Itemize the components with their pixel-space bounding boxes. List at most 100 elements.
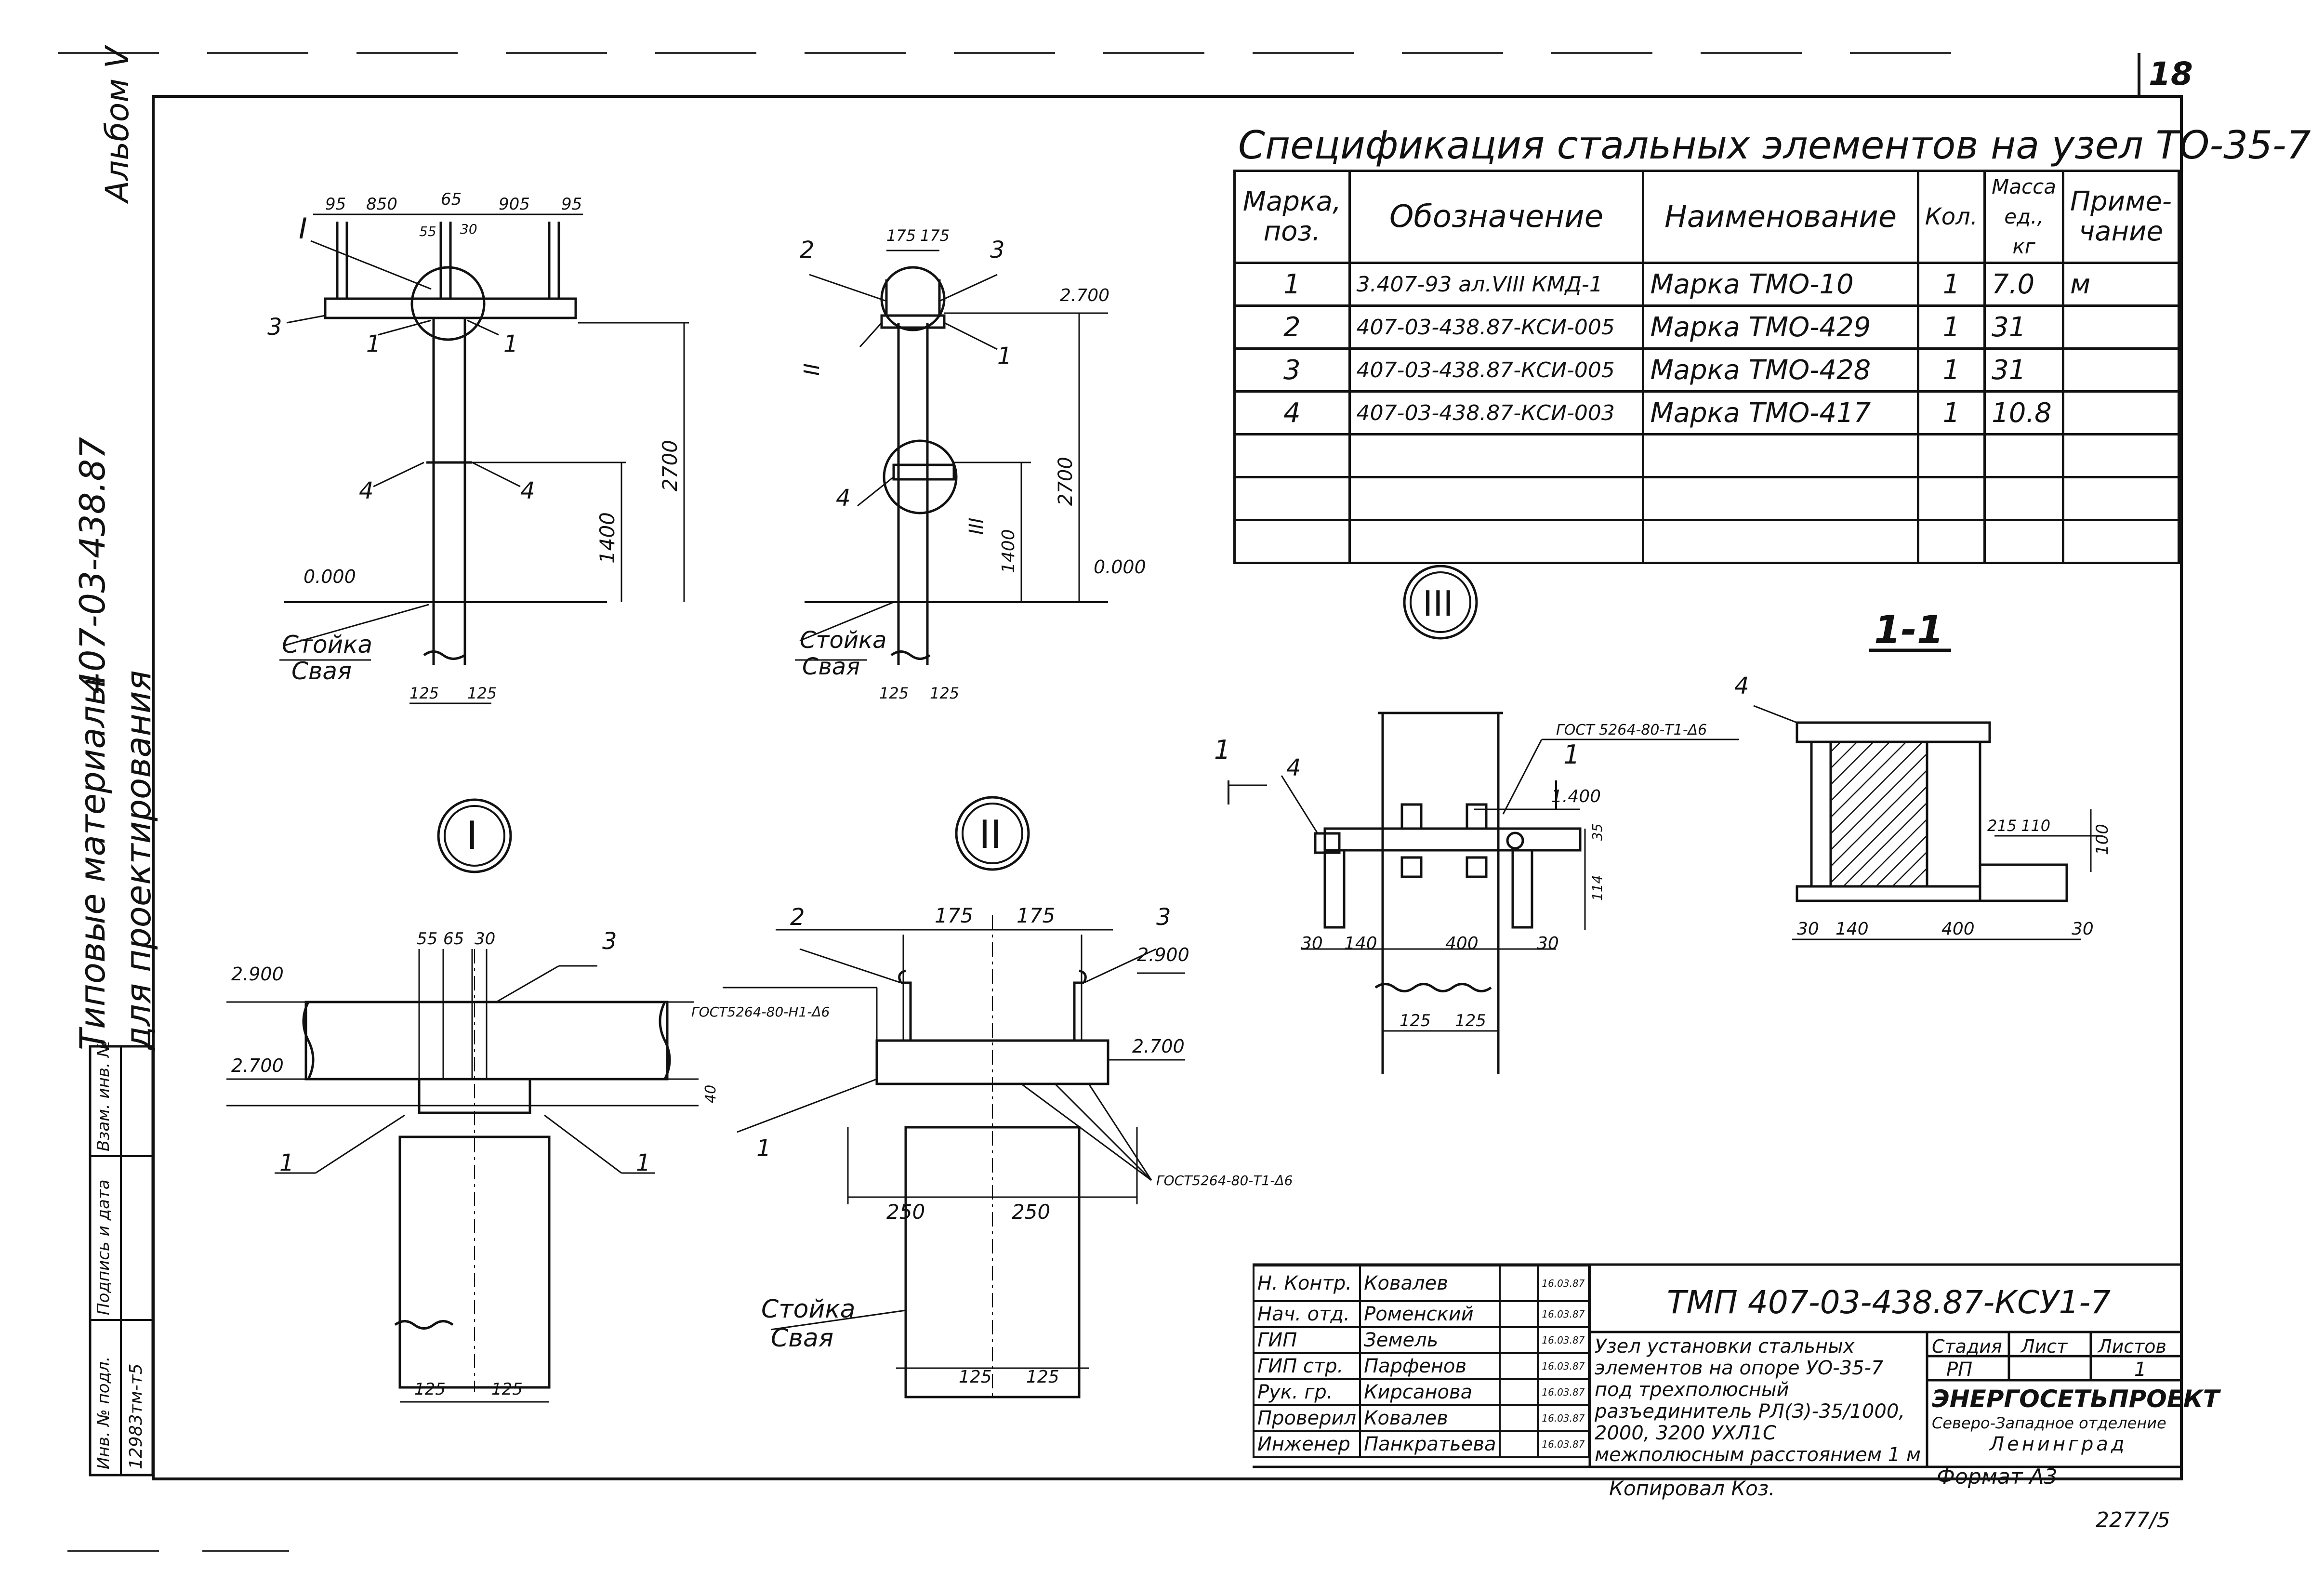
- spec-header-qty: Кол.: [1916, 170, 1986, 264]
- title-block-frame: [1253, 1263, 2180, 1468]
- section-mark: 1: [1563, 739, 1580, 770]
- mark-label: 3: [990, 237, 1005, 264]
- dim-label: 215: [1987, 817, 2017, 835]
- dim-label: 2700: [658, 440, 682, 491]
- dim-label: 125: [414, 1380, 446, 1399]
- post-label: Стойка: [761, 1295, 855, 1324]
- signature-date-label: Подпись и дата: [94, 1179, 113, 1315]
- spec-cell: [2062, 390, 2180, 435]
- mark-label: 4: [1286, 754, 1301, 781]
- date-cell: 16.03.87: [1537, 1378, 1590, 1406]
- name-cell: Ковалев: [1359, 1265, 1501, 1302]
- dim-label: 175: [1017, 904, 1055, 927]
- dim-label: 55: [417, 929, 437, 949]
- dim-label: 125: [467, 684, 497, 702]
- bottom-code: 2277/5: [2096, 1508, 2170, 1532]
- spec-cell: 4: [1233, 390, 1351, 435]
- sheets-value: 1: [2134, 1359, 2147, 1381]
- mark-label: 1: [503, 330, 518, 357]
- sheet-label: Лист: [2021, 1336, 2068, 1357]
- mark-label: 1: [997, 343, 1012, 369]
- dim-label: 250: [886, 1200, 925, 1224]
- callout-label: I: [299, 212, 307, 246]
- table-row: Нач. отд. Роменский 16.03.87: [1252, 1300, 1590, 1328]
- left-stamp-frame: [89, 1045, 154, 1477]
- mark-label: 2: [800, 237, 815, 264]
- signature-cell: [1499, 1300, 1539, 1328]
- table-row: Проверил Ковалев 16.03.87: [1252, 1404, 1590, 1432]
- inv-no-value: 12983тм-т5: [126, 1363, 146, 1469]
- table-row: ГИП стр. Парфенов 16.03.87: [1252, 1352, 1590, 1380]
- spec-table: Марка, поз. Обозначение Наименование Кол…: [1233, 170, 2180, 564]
- title-block-signatures: Н. Контр. Ковалев 16.03.87 Нач. отд. Ром…: [1252, 1265, 1590, 1458]
- elevation-view-a: 95 850 65 905 95 55 30 I 3 1 1 4 4 2700 …: [267, 190, 689, 704]
- table-row-empty: [1233, 519, 2180, 564]
- spec-cell: 1: [1233, 262, 1351, 307]
- sheets-label: Листов: [2098, 1336, 2166, 1357]
- detail-circle-label: I: [466, 813, 478, 858]
- series-code: 407-03-438.87: [72, 437, 113, 694]
- dim-label: 125: [1026, 1367, 1059, 1387]
- level-label: 2.900: [231, 963, 284, 985]
- mark-label: 3: [1156, 904, 1171, 931]
- org-city: Ленинград: [1990, 1433, 2127, 1455]
- spec-cell: 407-03-438.87-КСИ-005: [1348, 304, 1645, 350]
- sheet-frame: [58, 52, 2183, 1552]
- dim-label: 125: [959, 1367, 992, 1387]
- spec-cell: 7.0: [1983, 262, 2064, 307]
- mark-label: 2: [790, 904, 805, 931]
- mark-label: 1: [756, 1135, 771, 1162]
- level-label: 2.900: [1137, 944, 1189, 965]
- mark-label: 4: [359, 477, 374, 504]
- signature-cell: [1499, 1352, 1539, 1380]
- detail-iii: III 1 1 4 ГОСТ 5264-80-Т1-Δ6 1.400 35 11…: [1214, 565, 1739, 1074]
- role-cell: Нач. отд.: [1252, 1300, 1361, 1328]
- spec-cell: Марка ТМО-417: [1642, 390, 1919, 435]
- mark-label: 3: [267, 314, 282, 341]
- mark-label: 1: [636, 1149, 651, 1176]
- dim-label: 110: [2021, 817, 2050, 835]
- spec-header-name: Наименование: [1642, 170, 1919, 264]
- signature-cell: [1499, 1326, 1539, 1354]
- signature-cell: [1499, 1378, 1539, 1406]
- table-row: 4 407-03-438.87-КСИ-003 Марка ТМО-417 1 …: [1233, 390, 2180, 435]
- dim-label: 250: [1012, 1200, 1050, 1224]
- date-cell: 16.03.87: [1537, 1430, 1590, 1458]
- spec-cell: [2062, 304, 2180, 350]
- spec-cell: 1: [1916, 304, 1986, 350]
- copy-note: Копировал Коз.: [1609, 1477, 1775, 1500]
- spec-cell: 1: [1916, 347, 1986, 393]
- dim-label: 100: [2093, 824, 2112, 855]
- date-cell: 16.03.87: [1537, 1404, 1590, 1432]
- spec-cell: 31: [1983, 304, 2064, 350]
- dim-label: 30: [1537, 934, 1559, 953]
- spec-header-mark: Марка, поз.: [1233, 170, 1351, 264]
- section-title: 1-1: [1874, 607, 1944, 652]
- dim-label: 40: [702, 1085, 719, 1103]
- spec-cell: 1: [1916, 262, 1986, 307]
- dim-label: 95: [325, 195, 346, 214]
- dim-label: 2700: [1055, 457, 1077, 506]
- table-row: 2 407-03-438.87-КСИ-005 Марка ТМО-429 1 …: [1233, 304, 2180, 350]
- role-cell: ГИП: [1252, 1326, 1361, 1354]
- spec-cell: 2: [1233, 304, 1351, 350]
- spec-cell: м: [2062, 262, 2180, 307]
- level-label: 0.000: [1094, 556, 1146, 578]
- spec-cell: 1: [1916, 390, 1986, 435]
- series-label-2: для проектирования: [118, 670, 158, 1050]
- dim-label: 30: [2072, 919, 2094, 939]
- dim-label: 140: [1836, 919, 1869, 939]
- drawing-code: ТМП 407-03-438.87-КСУ1-7: [1667, 1284, 2111, 1321]
- section-1-1: 1-1 4 215 110 100 30 140 400 30: [1734, 607, 2112, 940]
- level-label: 1.400: [1551, 787, 1601, 806]
- table-row: Н. Контр. Ковалев 16.03.87: [1252, 1265, 1590, 1302]
- dim-label: 400: [1941, 919, 1975, 939]
- post-label: Свая: [802, 653, 860, 680]
- role-cell: Н. Контр.: [1252, 1265, 1361, 1302]
- weld-label: ГОСТ5264-80-Н1-Δ6: [691, 1004, 830, 1020]
- table-row: Рук. гр. Кирсанова 16.03.87: [1252, 1378, 1590, 1406]
- dim-label: 30: [1797, 919, 1819, 939]
- replace-inv-label: Взам. инв. №: [94, 1040, 113, 1151]
- drawing-sheet: 18 Альбом V Типовые материалы для проект…: [58, 47, 2311, 1552]
- callout-label: II: [800, 363, 824, 376]
